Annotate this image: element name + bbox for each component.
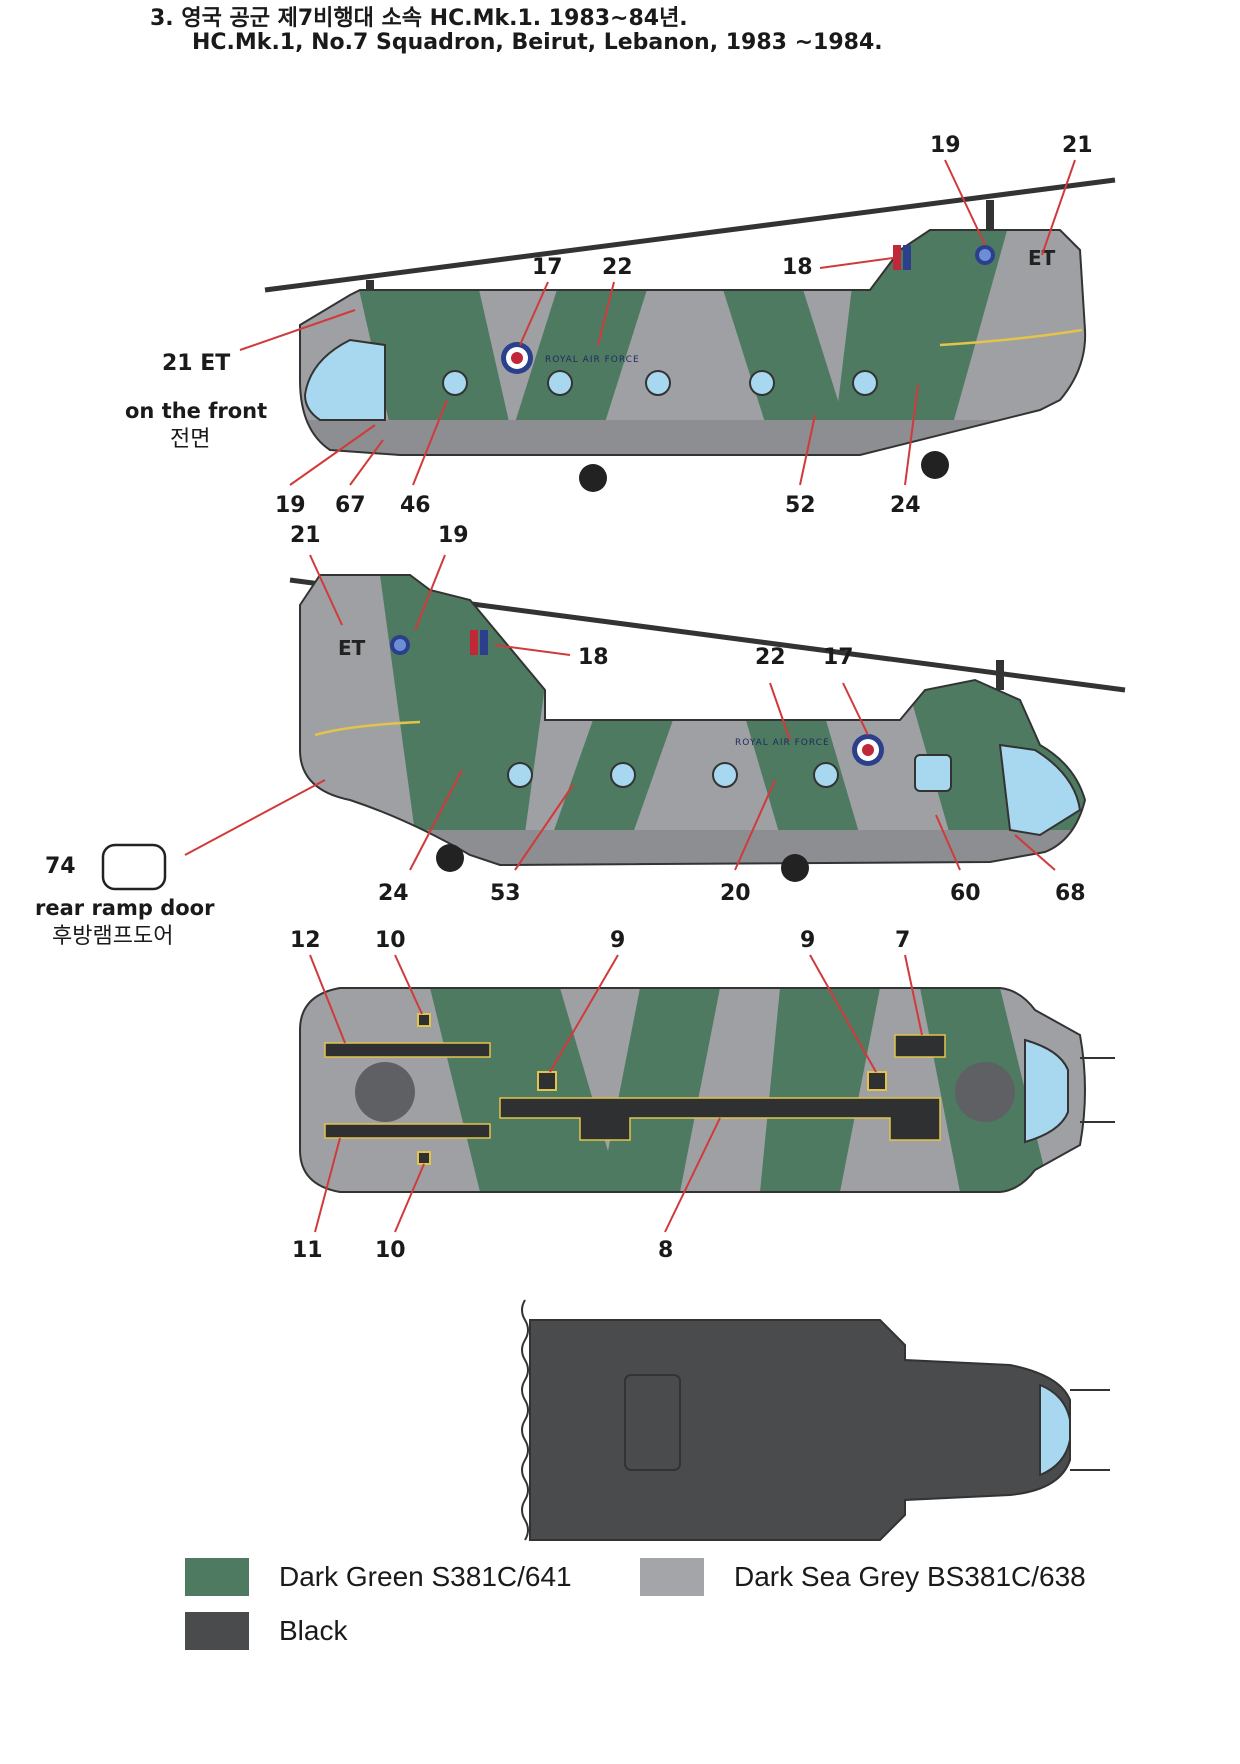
callout-60: 60 <box>950 881 981 906</box>
legend-swatch <box>640 1558 704 1596</box>
callout-24: 24 <box>890 493 921 518</box>
ramp-note-korean: 후방램프도어 <box>52 924 173 949</box>
callout-68: 68 <box>1055 881 1086 906</box>
fuselage-lettering: ROYAL AIR FORCE <box>735 738 830 748</box>
fin-flash <box>480 630 488 655</box>
rear-rotor-hub <box>355 1062 415 1122</box>
callout-17: 17 <box>532 255 563 280</box>
front-note-korean: 전면 <box>170 427 210 452</box>
yellow-outlined-panel <box>537 1071 557 1091</box>
callout-74: 74 <box>45 854 76 879</box>
callout-22: 22 <box>755 645 786 670</box>
black-walkway <box>894 1034 946 1058</box>
cut-line <box>521 1299 529 1541</box>
cockpit-glass <box>303 338 386 421</box>
rotor-blade <box>264 177 1116 293</box>
camo-green-band <box>350 250 520 455</box>
yellow-trim-line <box>314 720 421 737</box>
code-letters: ET <box>1028 246 1056 270</box>
legend-label: Black <box>279 1615 348 1646</box>
left-view-callout-lines <box>239 159 1076 486</box>
front-note: on the front <box>125 399 267 423</box>
cargo-hook-panel <box>624 1374 681 1471</box>
yellow-outlined-panel <box>417 1151 431 1165</box>
landing-gear <box>579 451 949 492</box>
yellow-trim-line <box>939 328 1083 347</box>
top-view-callout-numbers: 12 10 9 9 7 11 10 8 <box>290 928 910 1263</box>
bottom-view <box>521 1299 1110 1541</box>
legend-item-black: Black <box>185 1612 347 1650</box>
callout-10: 10 <box>375 1238 406 1263</box>
callout-67: 67 <box>335 493 366 518</box>
yellow-outlined-panel <box>417 1013 431 1027</box>
callout-7: 7 <box>895 928 910 953</box>
callout-12: 12 <box>290 928 321 953</box>
callout-17: 17 <box>823 645 854 670</box>
camo-green-band <box>430 988 620 1192</box>
callout-9: 9 <box>610 928 625 953</box>
right-side-view: ROYAL AIR FORCE ET <box>289 574 1126 882</box>
roundel-insignia <box>852 734 884 766</box>
right-view-callout-numbers: 21 19 18 22 17 74 rear ramp door 후방램프도어 … <box>35 523 1086 949</box>
callout-24: 24 <box>378 881 409 906</box>
callout-19: 19 <box>275 493 306 518</box>
callout-19: 19 <box>438 523 469 548</box>
tail-roundel <box>390 635 410 655</box>
bottom-fuselage <box>529 1319 1071 1541</box>
callout-21: 21 <box>290 523 321 548</box>
ramp-note: rear ramp door <box>35 896 215 920</box>
legend-label: Dark Green S381C/641 <box>279 1561 572 1592</box>
right-view-callout-lines <box>184 554 1056 871</box>
callout-52: 52 <box>785 493 816 518</box>
callout-21-et: 21 ET <box>162 351 230 376</box>
camo-green-band <box>760 988 880 1192</box>
black-walkway <box>499 1097 941 1141</box>
landing-gear <box>436 844 809 882</box>
black-walkway <box>324 1123 491 1139</box>
fuselage-windows <box>442 370 878 396</box>
callout-20: 20 <box>720 881 751 906</box>
page-title-korean: 3. 영국 공군 제7비행대 소속 HC.Mk.1. 1983~84년. <box>150 6 688 31</box>
fuselage-windows <box>507 754 952 792</box>
cockpit-glass <box>998 743 1082 837</box>
callout-19: 19 <box>930 133 961 158</box>
legend-label: Dark Sea Grey BS381C/638 <box>734 1561 1086 1592</box>
callout-11: 11 <box>292 1238 323 1263</box>
tail-roundel <box>975 245 995 265</box>
fin-flash <box>470 630 478 655</box>
legend-item-dark-sea-grey: Dark Sea Grey BS381C/638 <box>640 1558 1086 1596</box>
page-title-english: HC.Mk.1, No.7 Squadron, Beirut, Lebanon,… <box>192 30 883 55</box>
front-rotor-hub <box>955 1062 1015 1122</box>
camo-green-band <box>740 700 870 865</box>
code-letters: ET <box>338 636 366 660</box>
black-walkway <box>324 1042 491 1058</box>
callout-10: 10 <box>375 928 406 953</box>
ramp-door-decal-outline <box>101 843 167 891</box>
callout-46: 46 <box>400 493 431 518</box>
callout-8: 8 <box>658 1238 673 1263</box>
callout-21: 21 <box>1062 133 1093 158</box>
left-side-view: ROYAL AIR FORCE ET <box>264 177 1116 492</box>
cockpit-glass <box>1024 1038 1069 1144</box>
left-view-callout-numbers: 19 21 17 22 18 21 ET on the front 전면 19 … <box>125 133 1093 518</box>
top-view <box>299 987 1115 1193</box>
callout-18: 18 <box>782 255 813 280</box>
legend-swatch <box>185 1612 249 1650</box>
callout-53: 53 <box>490 881 521 906</box>
legend-swatch <box>185 1558 249 1596</box>
yellow-outlined-panel <box>867 1071 887 1091</box>
camo-green-band <box>540 700 680 865</box>
legend-item-dark-green: Dark Green S381C/641 <box>185 1558 572 1596</box>
callout-18: 18 <box>578 645 609 670</box>
top-view-callout-lines <box>309 954 923 1233</box>
roundel-insignia <box>501 342 533 374</box>
camo-green-band <box>600 988 720 1192</box>
fuselage-lettering: ROYAL AIR FORCE <box>545 355 640 365</box>
fin-flash <box>903 245 911 270</box>
callout-22: 22 <box>602 255 633 280</box>
nose-glass <box>1039 1383 1071 1477</box>
callout-9: 9 <box>800 928 815 953</box>
fin-flash <box>893 245 901 270</box>
